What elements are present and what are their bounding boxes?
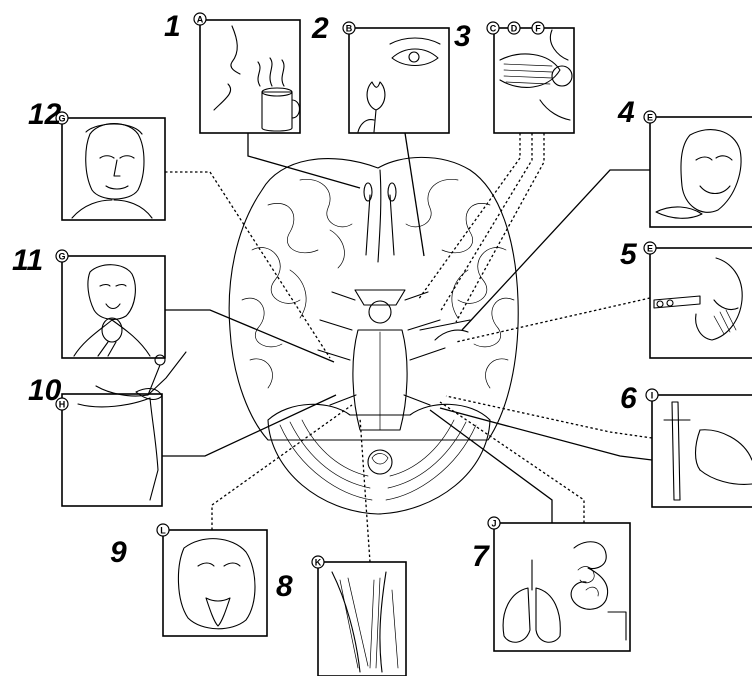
panel-12-number: 12 (28, 98, 62, 131)
panel-1-number: 1 (164, 10, 181, 43)
panel-4-number: 4 (617, 96, 635, 129)
panel-1-letter: A (197, 15, 204, 25)
panel-8-number: 8 (276, 570, 293, 603)
panel-2-frame (349, 28, 449, 133)
panel-12-frame (62, 118, 165, 220)
panel-3-letter-f: F (535, 24, 541, 34)
panel-6-letter: I (651, 391, 654, 401)
panel-3-letter-c: C (490, 24, 497, 34)
panel-10-number: 10 (28, 374, 62, 407)
panel-2-letter: B (346, 24, 353, 34)
panel-7-letter: J (491, 519, 496, 529)
panel-6-frame (652, 395, 752, 507)
panel-11-frame (62, 256, 165, 358)
panel-3-number: 3 (454, 20, 471, 53)
panel-7-frame (494, 523, 630, 651)
panel-4-frame (650, 117, 752, 227)
panel-4-letter: E (647, 113, 653, 123)
panel-7-number: 7 (472, 540, 490, 573)
panel-11-letter: G (58, 252, 65, 262)
connector-lines (152, 133, 652, 562)
panel-5-number: 5 (620, 238, 638, 271)
panel-11-number: 11 (12, 244, 43, 277)
panel-3-letter-d: D (511, 24, 518, 34)
panel-8-frame (318, 562, 406, 676)
panel-10-frame (62, 394, 162, 506)
panel-8-letter: K (315, 558, 322, 568)
panel-9-letter: L (160, 526, 166, 536)
panel-6-number: 6 (620, 382, 637, 415)
panel-1-frame (200, 20, 300, 133)
panel-5-frame (650, 248, 752, 358)
panel-5-letter: E (647, 244, 653, 254)
panel-2-number: 2 (311, 12, 329, 45)
panel-9-number: 9 (110, 536, 127, 569)
